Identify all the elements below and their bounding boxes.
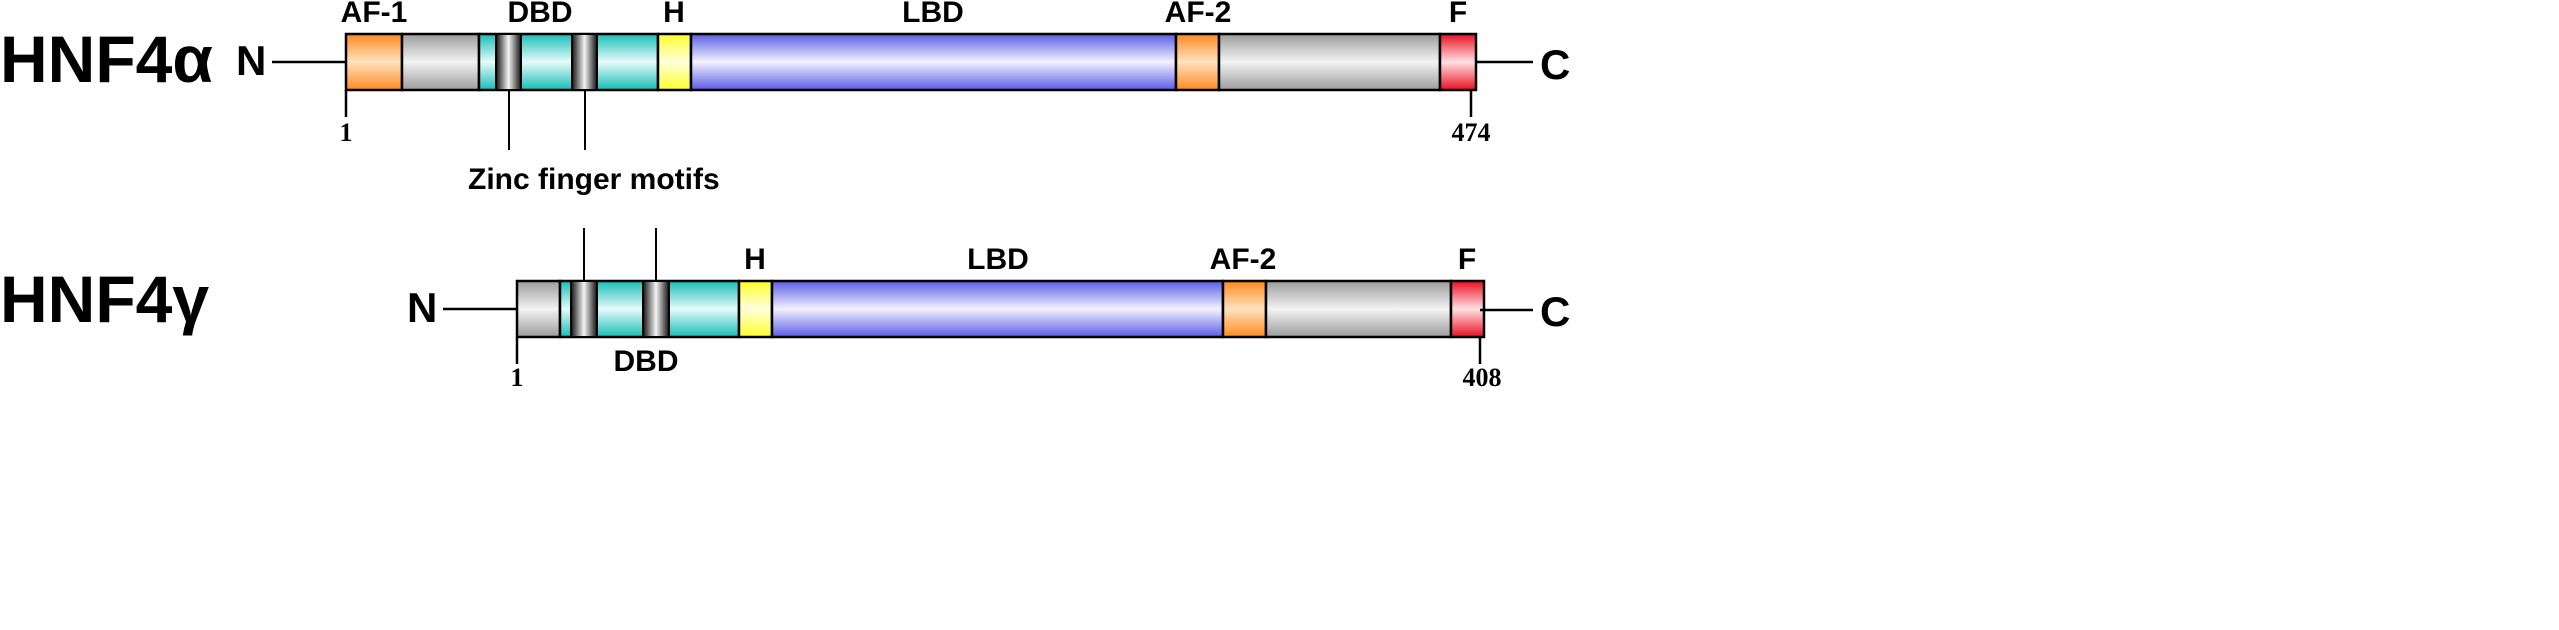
zinc-finger-2 [571, 33, 598, 91]
zinc-finger-2 [642, 280, 670, 338]
domain-lbd [770, 279, 1225, 339]
zinc-finger-1 [495, 33, 522, 91]
protein-hnf4-alpha: HNF4α N C AF-1 DBD H LBD AF-2 F 1 474 [0, 0, 1570, 150]
start-residue: 1 [511, 363, 524, 392]
end-residue: 408 [1463, 363, 1502, 392]
domain-label-lbd: LBD [967, 243, 1029, 276]
n-terminus-label: N [236, 37, 266, 84]
domain-f [1449, 279, 1486, 339]
domain-hinge [656, 32, 693, 92]
domain-gray-region [1264, 279, 1453, 339]
protein-hnf4-gamma: HNF4γ N C H LBD AF-2 F DBD 1 408 [0, 228, 1570, 392]
domain-label-f: F [1449, 0, 1467, 29]
domain-gray-region [1217, 32, 1442, 92]
zinc-finger-1 [570, 280, 598, 338]
domain-lbd [689, 32, 1178, 92]
protein-name: HNF4α [0, 22, 213, 96]
domain-af2 [1221, 279, 1268, 339]
domain-label-dbd: DBD [614, 345, 679, 378]
domain-label-lbd: LBD [902, 0, 964, 29]
domain-label-af2: AF-2 [1165, 0, 1232, 29]
domain-gray-region [515, 279, 562, 339]
domain-label-dbd: DBD [508, 0, 573, 29]
domain-f [1438, 32, 1478, 92]
domain-label-hinge: H [663, 0, 685, 29]
start-residue: 1 [340, 118, 353, 147]
protein-name: HNF4γ [0, 262, 209, 336]
end-residue: 474 [1452, 118, 1491, 147]
domain-hinge [737, 279, 774, 339]
domain-label-hinge: H [744, 243, 766, 276]
c-terminus-label: C [1540, 41, 1570, 88]
domain-label-af1: AF-1 [341, 0, 408, 29]
domain-af2 [1174, 32, 1221, 92]
domain-label-f: F [1458, 243, 1476, 276]
domain-gray-region [400, 32, 481, 92]
domain-af1 [344, 32, 404, 92]
domain-label-af2: AF-2 [1210, 243, 1277, 276]
c-terminus-label: C [1540, 288, 1570, 335]
n-terminus-label: N [407, 284, 437, 331]
zinc-finger-motifs-label: Zinc finger motifs [468, 163, 720, 196]
